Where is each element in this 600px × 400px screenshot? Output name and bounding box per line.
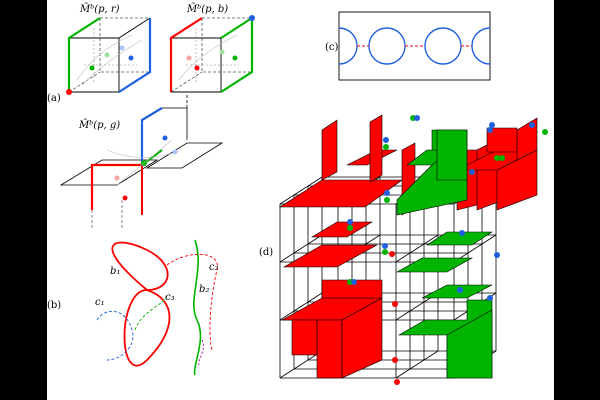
lattice-edge bbox=[409, 243, 425, 254]
cube-b-title: M̃ᵇ(p, b) bbox=[186, 3, 228, 15]
lattice-edge bbox=[279, 310, 295, 321]
lattice-edge bbox=[481, 234, 497, 245]
cube-b: M̃ᵇ(p, b) bbox=[169, 3, 255, 93]
panel-c-label: (c) bbox=[325, 42, 339, 53]
label-b2: b₂ bbox=[199, 284, 209, 295]
label-c3: c₃ bbox=[165, 292, 175, 303]
vertex-dot bbox=[66, 89, 72, 95]
lattice-edge bbox=[453, 310, 469, 321]
lattice-edge bbox=[293, 359, 309, 370]
lattice-edge bbox=[467, 243, 483, 254]
lattice-dots bbox=[347, 115, 548, 385]
panel-d-label: (d) bbox=[259, 247, 273, 258]
plaquettes bbox=[278, 114, 538, 379]
curve-b1 bbox=[111, 241, 171, 367]
lattice-edge bbox=[279, 252, 295, 263]
label-c2: c₂ bbox=[209, 262, 219, 273]
lattice-edge bbox=[293, 243, 309, 254]
panel-a: (a) M̃ᵇ(p, r) M̃ᵇ(p, b) bbox=[47, 3, 255, 230]
cube-r: M̃ᵇ(p, r) bbox=[66, 3, 152, 95]
label-c1: c₁ bbox=[95, 297, 105, 308]
figure-svg: (a) M̃ᵇ(p, r) M̃ᵇ(p, b) bbox=[47, 3, 548, 385]
cube-r-title: M̃ᵇ(p, r) bbox=[79, 3, 120, 15]
curve-c3 bbox=[134, 294, 168, 331]
lattice-edge bbox=[423, 350, 439, 361]
lattice-edge bbox=[395, 310, 411, 321]
cube-g: M̃ᵇ(p, g) bbox=[59, 95, 224, 230]
lattice-edge bbox=[293, 185, 309, 196]
lattice-edge bbox=[395, 368, 411, 379]
lattice-edge bbox=[279, 194, 295, 205]
curve-c1 bbox=[96, 310, 134, 361]
panel-c: (c) bbox=[325, 11, 491, 81]
lattice-edge bbox=[409, 359, 425, 370]
curve-c2 bbox=[166, 253, 218, 351]
lattice-edge bbox=[279, 368, 295, 379]
lattice-edge bbox=[293, 301, 309, 312]
lattice-edge bbox=[423, 234, 439, 245]
curve-b2 bbox=[193, 239, 202, 376]
cube-g-title: M̃ᵇ(p, g) bbox=[78, 119, 120, 131]
lattice-edge bbox=[307, 292, 323, 303]
panel-a-label: (a) bbox=[47, 93, 61, 104]
lattice-edge bbox=[307, 176, 323, 187]
lattice-edge bbox=[409, 301, 425, 312]
panel-b: (b) b₁ b₂ c₂ c₃ c₁ bbox=[47, 239, 219, 376]
figure-canvas: (a) M̃ᵇ(p, r) M̃ᵇ(p, b) bbox=[47, 0, 554, 400]
label-b1: b₁ bbox=[110, 266, 120, 277]
lattice-edge bbox=[395, 252, 411, 263]
panel-d: (d) bbox=[259, 114, 548, 385]
lattice-edge bbox=[365, 234, 381, 245]
panel-b-label: (b) bbox=[47, 300, 61, 311]
